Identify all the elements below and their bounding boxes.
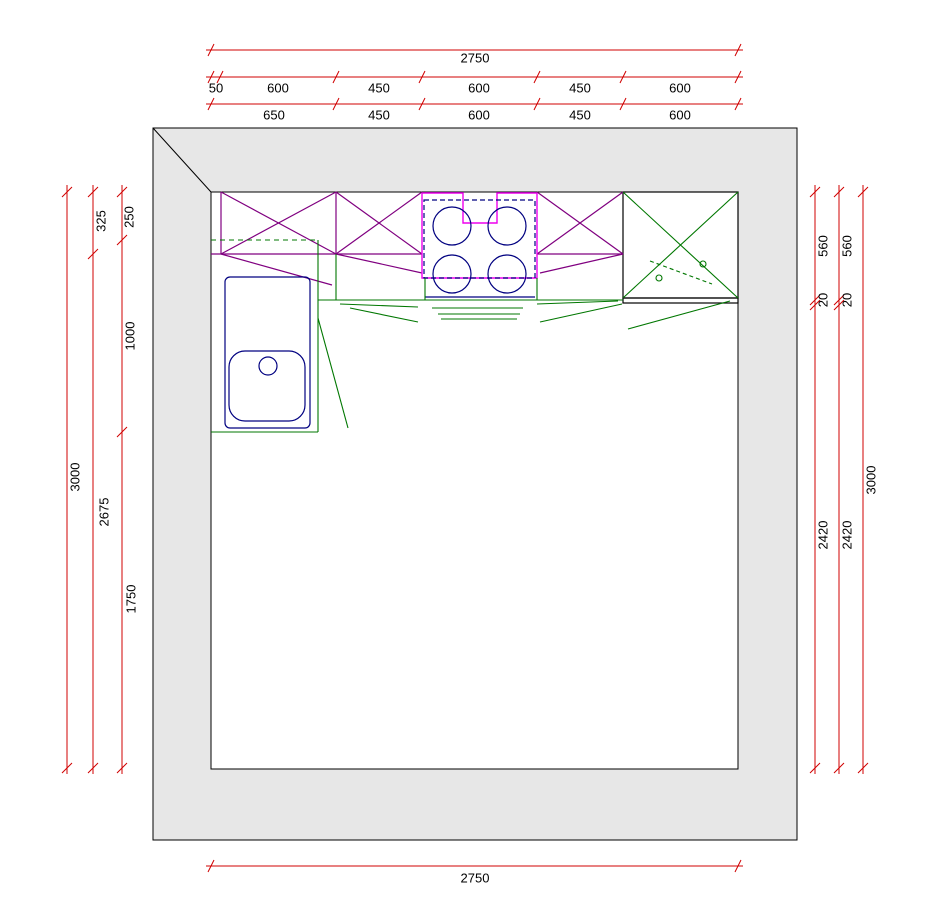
door-swing — [539, 303, 623, 323]
dim-top-row2-seg: 600 — [468, 80, 490, 96]
dim-left-seg: 325 — [93, 210, 109, 232]
door-swing — [536, 300, 619, 305]
dim-left-seg: 1750 — [123, 584, 139, 614]
dim-right-seg: 560 — [815, 235, 831, 257]
dimension-ticks — [207, 43, 742, 873]
door-swing — [339, 303, 419, 308]
hinge-mark — [699, 260, 707, 268]
dim-top-row3-seg: 650 — [263, 107, 285, 123]
dim-right-seg: 20 — [815, 292, 831, 308]
burner — [487, 206, 527, 246]
door-swing — [627, 300, 731, 330]
sink — [224, 276, 311, 429]
dim-left-overall: 3000 — [67, 462, 83, 492]
cabinet-door-swing — [335, 253, 423, 274]
dim-top-row3-seg: 600 — [468, 107, 490, 123]
dimension-lines — [61, 43, 869, 873]
wall-cabinet-x-3 — [536, 191, 624, 255]
burner — [432, 206, 472, 246]
dim-top-row2-seg: 600 — [267, 80, 289, 96]
wall-corner-miter — [152, 127, 212, 193]
dimension-ticks — [61, 186, 869, 774]
tall-cabinet-x — [622, 191, 739, 299]
cooktop-outline-dashed — [423, 199, 536, 279]
dim-top-row2-seg: 450 — [569, 80, 591, 96]
dim-right-seg: 20 — [839, 292, 855, 308]
burner — [432, 254, 472, 294]
wall-cabinets — [211, 191, 624, 286]
door-swing — [317, 317, 349, 429]
cabinet-door-swing — [539, 253, 624, 274]
sink-basin — [228, 350, 306, 422]
dim-right-seg: 560 — [839, 235, 855, 257]
dim-top-row3-seg: 450 — [569, 107, 591, 123]
dim-left-seg: 2675 — [96, 497, 112, 527]
dim-top-row3-seg: 450 — [368, 107, 390, 123]
door-swing — [349, 307, 419, 323]
dim-top-row3-seg: 600 — [669, 107, 691, 123]
dim-top-overall: 2750 — [460, 50, 490, 66]
base-cabinets — [211, 191, 739, 433]
cabinet-door-swing — [220, 253, 333, 286]
dim-left-seg: 1000 — [122, 321, 138, 351]
dim-top-row2-seg: 50 — [208, 80, 224, 96]
dim-right-seg: 2420 — [839, 520, 855, 550]
burner — [487, 254, 527, 294]
dim-left-seg: 250 — [121, 206, 137, 228]
dim-top-row2-seg: 450 — [368, 80, 390, 96]
wall-cabinet-x-2 — [335, 191, 423, 255]
wall-cabinet-x-1 — [220, 191, 337, 255]
hinge-mark — [655, 274, 663, 282]
dim-bottom-overall: 2750 — [460, 870, 490, 886]
dim-right-overall: 3000 — [863, 465, 879, 495]
sink-faucet — [258, 356, 278, 376]
wall-outline — [152, 127, 798, 841]
cooktop — [421, 192, 538, 298]
dim-right-seg: 2420 — [815, 520, 831, 550]
dim-top-row2-seg: 600 — [669, 80, 691, 96]
sink-worktop — [224, 276, 311, 429]
